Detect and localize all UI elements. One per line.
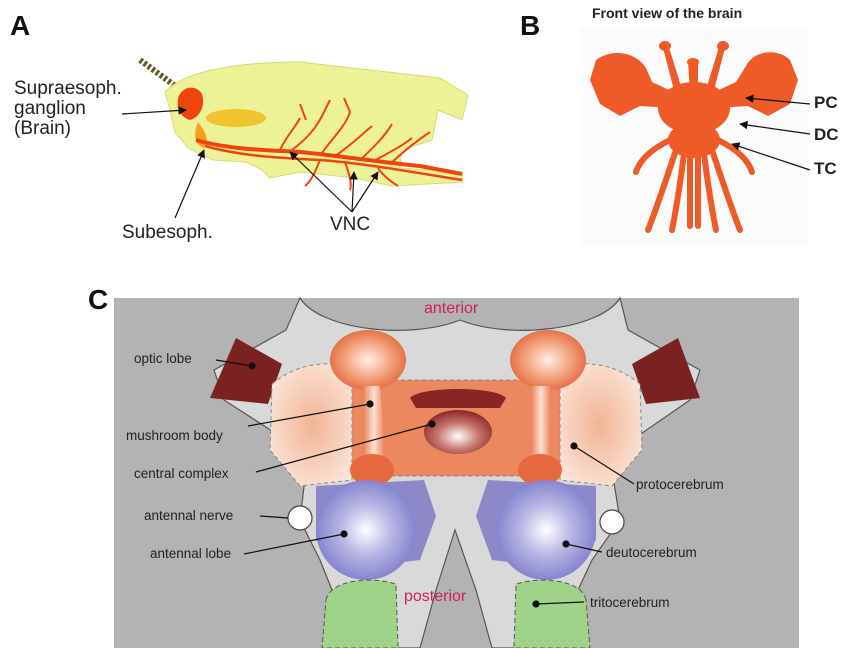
- label-optic-lobe: optic lobe: [134, 351, 192, 366]
- label-central-complex: central complex: [134, 466, 229, 481]
- label-subesoph: Subesoph.: [122, 223, 213, 242]
- label-tc: TC: [814, 159, 837, 179]
- label-posterior: posterior: [404, 588, 466, 606]
- panel-b-title: Front view of the brain: [592, 5, 742, 21]
- panel-a-insect: [140, 60, 468, 190]
- tritocerebrum-left: [322, 580, 398, 648]
- antennal-nerve-left: [288, 506, 312, 530]
- panel-a-letter: A: [10, 10, 30, 42]
- mushroom-body-calyx-right: [510, 330, 586, 390]
- label-antennal-lobe: antennal lobe: [150, 546, 231, 561]
- label-supra-line2: ganglion: [14, 99, 86, 118]
- label-dc: DC: [814, 125, 839, 145]
- label-pc: PC: [814, 93, 838, 113]
- panel-c-letter: C: [88, 284, 108, 316]
- tritocerebrum-right: [514, 580, 590, 648]
- label-tritocerebrum: tritocerebrum: [590, 595, 670, 610]
- label-deutocerebrum: deutocerebrum: [606, 545, 697, 560]
- label-protocerebrum: protocerebrum: [636, 477, 724, 492]
- antennal-lobe-left: [316, 480, 416, 580]
- central-complex: [424, 410, 492, 454]
- label-anterior: anterior: [424, 300, 478, 318]
- label-vnc: VNC: [330, 215, 370, 234]
- head-blob: [206, 109, 266, 127]
- antennal-nerve-right: [600, 510, 624, 534]
- panel-b-letter: B: [520, 10, 540, 42]
- label-supra-line3: (Brain): [14, 119, 71, 138]
- antenna-segment: [140, 60, 178, 88]
- antennal-lobe-right: [496, 480, 596, 580]
- label-supra-line1: Supraesoph.: [14, 79, 122, 98]
- label-antennal-nerve: antennal nerve: [144, 508, 233, 523]
- panel-b-brain: [580, 28, 808, 246]
- label-mushroom-body: mushroom body: [126, 428, 223, 443]
- mushroom-body-calyx-left: [330, 330, 406, 390]
